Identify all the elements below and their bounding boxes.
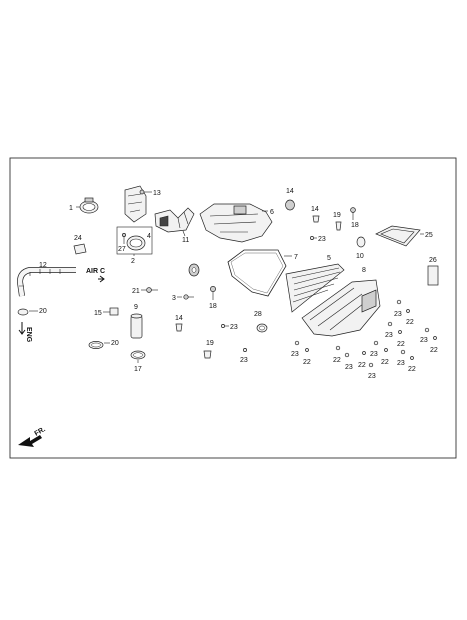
part-26-clamp: 28 <box>254 311 268 333</box>
callout-16: 14 <box>286 188 294 195</box>
callout-20-left: 20 <box>39 308 47 315</box>
part-18-bolt-lower: 18 <box>209 286 217 310</box>
callout-22-c1: 22 <box>303 359 311 366</box>
callout-7: 7 <box>294 254 298 261</box>
front-arrow: FR. <box>18 426 47 447</box>
diagram-border <box>9 157 457 459</box>
part-23-screw-upper: 23 <box>310 236 326 243</box>
callout-22-c2: 22 <box>333 357 341 364</box>
callout-23-c3: 23 <box>345 364 353 371</box>
callout-23-center: 23 <box>230 324 238 331</box>
front-label: FR. <box>34 426 47 438</box>
callout-11: 11 <box>182 237 189 244</box>
part-23-screw-low: 23 <box>240 348 248 364</box>
part-16-grommet: 14 <box>285 188 295 211</box>
callout-18-upper: 18 <box>351 222 359 229</box>
part-19-clip-lower: 19 <box>203 340 214 359</box>
part-12-hose: 12 <box>16 262 76 297</box>
callout-25: 27 <box>118 246 126 253</box>
callout-6: 6 <box>270 209 274 216</box>
part-1-clamp: 1 <box>69 197 99 214</box>
part-24-connector: 24 <box>73 235 87 255</box>
callout-4: 4 <box>147 233 151 240</box>
part-11-elbow: 11 <box>154 207 195 244</box>
callout-22-c3: 22 <box>358 362 366 369</box>
part-9-tube: 9 <box>130 304 143 339</box>
callout-23-c4: 23 <box>368 373 376 380</box>
callout-13: 13 <box>153 190 161 197</box>
callout-19-lower: 19 <box>206 340 214 347</box>
part-8-case-bottom: 8 <box>301 267 381 337</box>
part-18-bolt-upper: 18 <box>350 207 359 229</box>
air-c-label: AIR C <box>86 268 105 275</box>
part-28-element: 26 <box>427 257 439 286</box>
callout-17: 17 <box>134 366 142 373</box>
part-10-cap: 10 <box>356 236 366 260</box>
callout-22-r2: 22 <box>397 341 405 348</box>
callout-23-r4: 23 <box>370 351 378 358</box>
part-6-case-top: 6 <box>199 203 274 243</box>
callout-23-r1: 23 <box>394 311 402 318</box>
part-3-bolt: 3 <box>172 294 194 302</box>
eng-label: ENG <box>25 327 32 343</box>
part-14-grommet-lower: 14 <box>175 315 183 332</box>
part-20-clamp-center: 20 <box>88 340 119 349</box>
callout-28: 26 <box>429 257 437 264</box>
part-14-grommet-upper: 14 <box>311 206 320 223</box>
callout-18-lower: 18 <box>209 303 217 310</box>
callout-19-upper: 19 <box>333 212 341 219</box>
callout-23-r5: 23 <box>397 360 405 367</box>
eng-indicator: ENG <box>18 322 32 343</box>
callout-24: 24 <box>74 235 82 242</box>
callout-23-upper: 23 <box>318 236 326 243</box>
part-19-clip-upper: 19 <box>333 212 342 231</box>
part-2-clamp-kit: 27 4 2 <box>116 226 153 265</box>
callout-22-r3: 22 <box>430 347 438 354</box>
callout-3: 3 <box>172 295 176 302</box>
callout-10: 10 <box>356 253 364 260</box>
callout-22-r4: 22 <box>381 359 389 366</box>
callout-9: 9 <box>134 304 138 311</box>
part-7-gasket: 7 <box>227 249 298 297</box>
callout-26: 28 <box>254 311 262 318</box>
part-17-clamp: 17 <box>130 350 146 373</box>
callout-5: 5 <box>327 255 331 262</box>
callout-23-low: 23 <box>240 357 248 364</box>
callout-15: 15 <box>94 310 102 317</box>
callout-14-lower: 14 <box>175 315 183 322</box>
part-5-filter: 5 <box>285 255 345 313</box>
screw-cluster-right: 23 22 23 22 23 22 23 22 23 22 <box>370 299 438 373</box>
part-21-bolt: 21 <box>132 287 158 295</box>
part-intake-duct: 13 <box>124 185 161 223</box>
part-grommet-mid <box>188 263 200 277</box>
callout-22-r1: 22 <box>406 319 414 326</box>
callout-8: 8 <box>362 267 366 274</box>
callout-27: 25 <box>425 232 433 239</box>
callout-14-upper: 14 <box>311 206 319 213</box>
part-27-panel: 25 <box>375 225 433 247</box>
callout-23-r2: 23 <box>385 332 393 339</box>
callout-2: 2 <box>131 258 135 265</box>
callout-22-r5: 22 <box>408 366 416 373</box>
callout-12: 12 <box>39 262 47 269</box>
part-20-clamp-left: 20 <box>17 308 47 316</box>
part-23-screw-center: 23 <box>221 324 238 331</box>
callout-20-center: 20 <box>111 340 119 347</box>
callout-23-c1: 23 <box>291 351 299 358</box>
air-c-indicator: AIR C <box>86 268 105 283</box>
callout-21: 21 <box>132 288 140 295</box>
callout-23-r3: 23 <box>420 337 428 344</box>
screw-cluster-center: 23 22 22 23 22 23 <box>291 340 376 380</box>
part-15-clamp: 15 <box>94 307 119 317</box>
callout-1: 1 <box>69 205 73 212</box>
